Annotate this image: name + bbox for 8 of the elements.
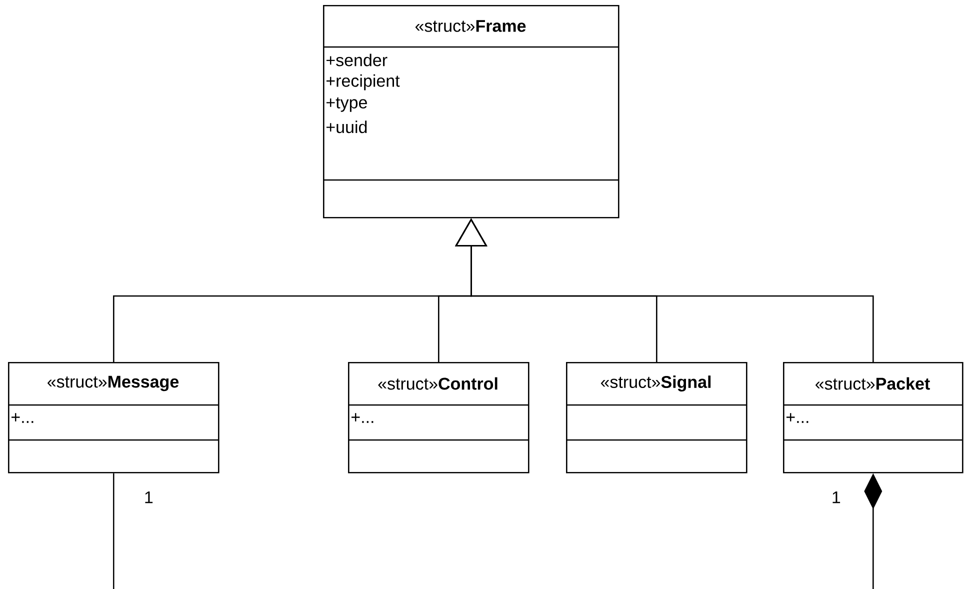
class-box: «struct»Frame +sender +recipient +type +uuid xyxy=(323,5,620,218)
class-box: «struct»Signal xyxy=(566,362,748,474)
class-box: «struct»Message +... xyxy=(8,362,220,474)
multiplicity-label: 1 xyxy=(830,490,842,504)
class-box: «struct»Packet +... xyxy=(783,362,964,474)
multiplicity-label: 1 xyxy=(142,490,154,504)
class-box: «struct»Control +... xyxy=(348,362,530,474)
connector xyxy=(113,473,114,589)
